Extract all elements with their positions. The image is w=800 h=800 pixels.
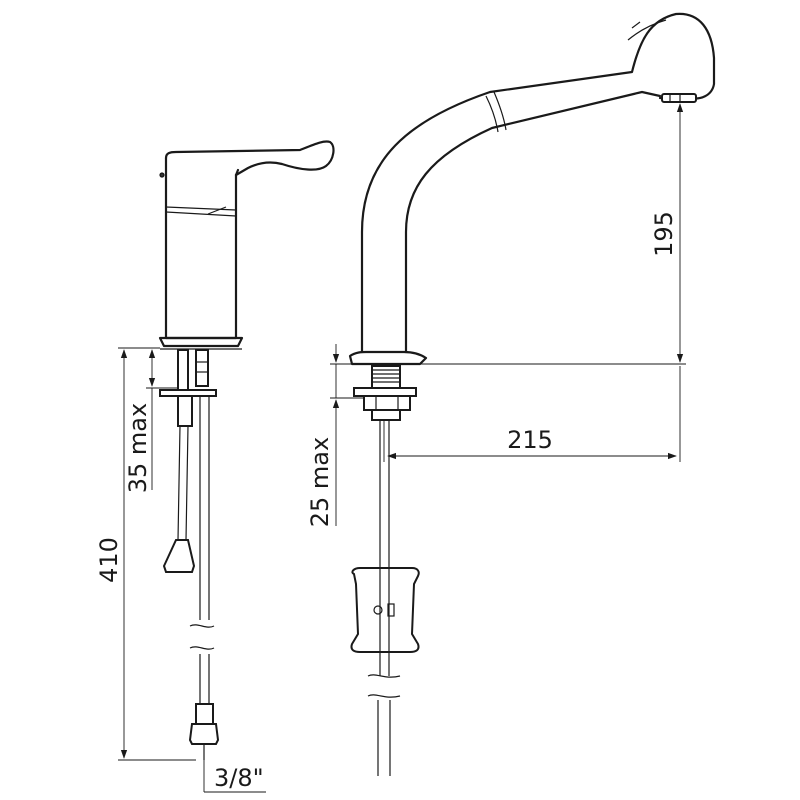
mixer-base	[158, 336, 244, 348]
dim-25-label: 25 max	[306, 437, 334, 527]
spout-outer	[360, 12, 716, 354]
shank-thread	[372, 369, 400, 383]
hose-nut	[195, 703, 214, 725]
counterweight	[350, 567, 420, 653]
supply-connector	[195, 349, 209, 387]
shank-end	[371, 409, 401, 421]
hose-weight	[162, 539, 196, 573]
head-button	[631, 21, 641, 29]
flex-hose-top	[199, 396, 210, 620]
body-seam	[165, 206, 237, 211]
head-top-line	[627, 19, 667, 41]
hose-break-top	[189, 624, 215, 628]
flex-hose-bottom	[199, 654, 210, 704]
dim-195-label: 195	[650, 211, 678, 257]
aerator	[661, 93, 697, 103]
hose-through-weight	[379, 568, 390, 652]
hose-break-top-r	[367, 674, 401, 678]
dim-35-label: 35 max	[124, 403, 152, 493]
spout-inner	[404, 90, 662, 354]
spout-base	[348, 350, 428, 366]
seam-notch	[207, 206, 227, 215]
supply-hose-lower	[377, 700, 391, 776]
hose-break-bottom	[189, 646, 215, 650]
body-seam-2	[165, 211, 237, 217]
thread-shank	[371, 365, 401, 389]
side-view-mixer	[158, 140, 335, 760]
hose-break-bottom-r	[367, 694, 401, 698]
lock-nut	[363, 395, 411, 411]
hose-fitting	[188, 723, 220, 745]
right-dimensions: 195 215 25 max	[306, 101, 686, 527]
spray-head-joint	[485, 91, 507, 133]
dim-215-label: 215	[507, 426, 553, 454]
lever-pivot	[159, 172, 165, 178]
fixing-nut	[177, 395, 193, 427]
front-view-spout	[348, 12, 716, 776]
weight-screw	[373, 605, 383, 615]
connection-size-label: 3/8"	[214, 764, 264, 792]
washer	[353, 387, 417, 397]
mixer-body	[164, 156, 240, 340]
hose-upper	[177, 425, 189, 541]
dim-410-label: 410	[95, 537, 123, 583]
weight-slot	[387, 603, 395, 617]
left-dimensions: 410 35 max 3/8"	[95, 347, 266, 793]
fixing-rod	[177, 349, 189, 391]
mixer-lever	[164, 140, 335, 177]
